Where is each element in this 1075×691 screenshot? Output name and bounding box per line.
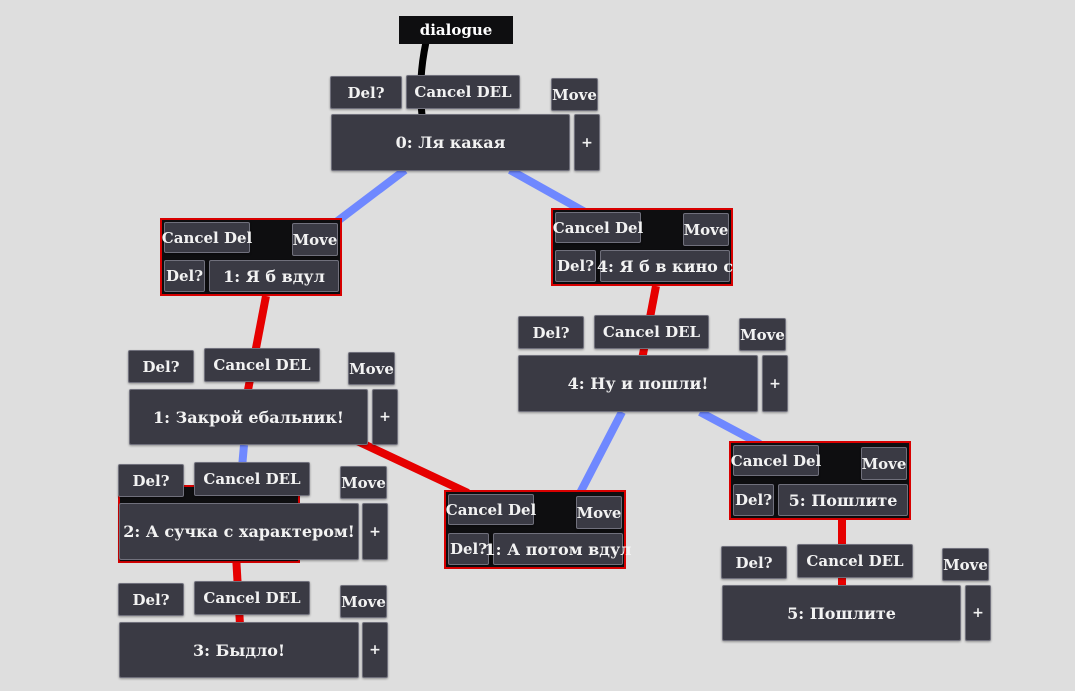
delete-button[interactable]: Del? <box>518 316 584 349</box>
cancel-delete-button[interactable]: Cancel DEL <box>194 581 310 615</box>
add-child-button[interactable]: + <box>965 585 991 641</box>
edge-4-to-p1b <box>576 410 626 495</box>
add-child-button[interactable]: + <box>362 503 388 560</box>
delete-button[interactable]: Del? <box>330 76 402 109</box>
move-button[interactable]: Move <box>340 466 387 499</box>
root-dialogue-node: dialogue <box>399 16 513 44</box>
move-button[interactable]: Move <box>292 223 338 256</box>
add-child-button[interactable]: + <box>574 114 600 171</box>
move-button[interactable]: Move <box>340 585 387 618</box>
delete-button[interactable]: Del? <box>721 546 787 579</box>
edge-0-to-p4a <box>508 166 587 216</box>
dialogue-node-0[interactable]: 0: Ля какая <box>331 114 570 171</box>
move-button[interactable]: Move <box>861 447 907 480</box>
move-button[interactable]: Move <box>739 318 786 351</box>
move-button[interactable]: Move <box>683 213 729 246</box>
edge-1-to-p1b <box>353 436 470 497</box>
cancel-delete-button[interactable]: Cancel DEL <box>204 348 320 382</box>
cancel-delete-button[interactable]: Cancel DEL <box>594 315 709 349</box>
move-button[interactable]: Move <box>551 78 598 111</box>
dialogue-node-2[interactable]: 2: А сучка с характером! <box>119 503 359 560</box>
cancel-delete-button[interactable]: Cancel DEL <box>406 75 520 109</box>
add-child-button[interactable]: + <box>762 355 788 412</box>
add-child-button[interactable]: + <box>372 389 398 445</box>
delete-button[interactable]: Del? <box>118 464 184 497</box>
cancel-delete-button[interactable]: Cancel DEL <box>194 462 310 496</box>
dialogue-node-4[interactable]: 4: Ну и пошли! <box>518 355 758 412</box>
dialogue-node-5[interactable]: 5: Пошлите <box>722 585 961 641</box>
option-node-4-a[interactable]: 4: Я б в кино с <box>597 250 733 282</box>
cancel-delete-button[interactable]: Cancel Del <box>446 494 536 525</box>
dialogue-node-1[interactable]: 1: Закрой ебальник! <box>129 389 368 445</box>
option-node-1-a[interactable]: 1: Я б вдул <box>209 260 339 292</box>
option-node-5-a[interactable]: 5: Пошлите <box>778 484 908 516</box>
move-button[interactable]: Move <box>942 548 989 581</box>
cancel-delete-button[interactable]: Cancel Del <box>162 222 252 253</box>
delete-button[interactable]: Del? <box>118 583 184 616</box>
cancel-delete-button[interactable]: Cancel DEL <box>797 544 913 578</box>
delete-button[interactable]: Del? <box>164 260 205 292</box>
delete-button[interactable]: Del? <box>128 350 194 383</box>
delete-button[interactable]: Del? <box>448 533 489 565</box>
move-button[interactable]: Move <box>576 496 622 529</box>
move-button[interactable]: Move <box>348 352 395 385</box>
cancel-delete-button[interactable]: Cancel Del <box>553 212 643 243</box>
option-node-1-b[interactable]: 1: А потом вдул <box>485 533 631 565</box>
delete-button[interactable]: Del? <box>555 250 596 282</box>
edge-4-to-p5a <box>698 408 762 448</box>
dialogue-node-3[interactable]: 3: Быдло! <box>119 622 359 678</box>
add-child-button[interactable]: + <box>362 622 388 678</box>
delete-button[interactable]: Del? <box>733 484 774 516</box>
cancel-delete-button[interactable]: Cancel Del <box>731 445 821 476</box>
edge-0-to-p1a <box>332 166 408 227</box>
